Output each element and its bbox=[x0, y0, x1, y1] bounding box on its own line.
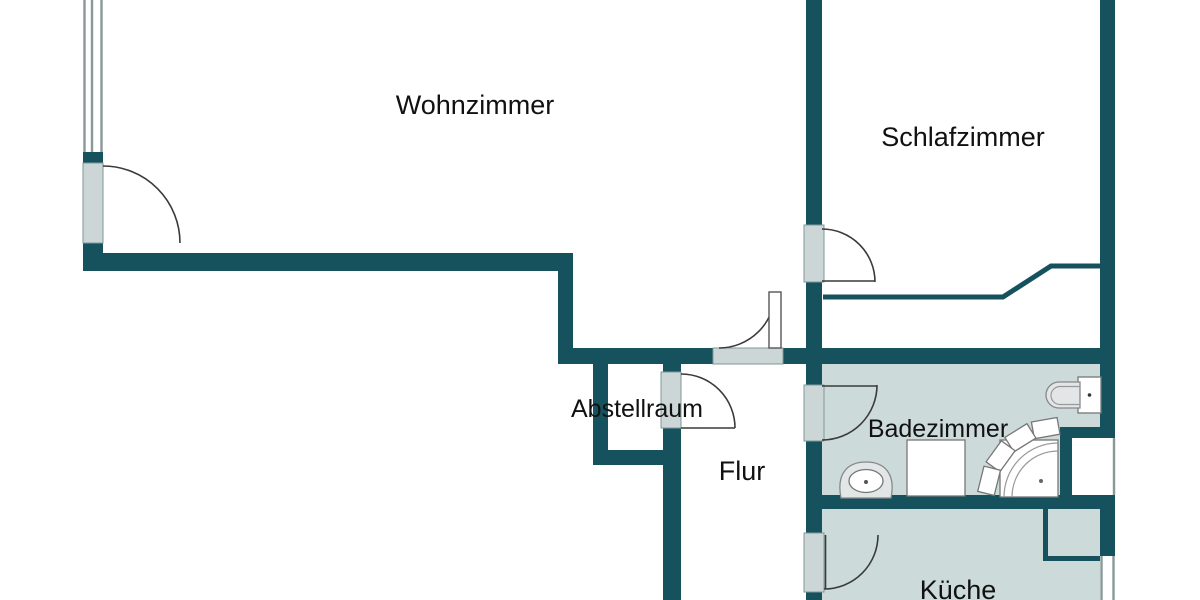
corner-shower bbox=[976, 416, 1061, 498]
kueche-window bbox=[1100, 556, 1115, 600]
wohnzimmer-window bbox=[83, 0, 103, 152]
entry-door-wohnzimmer bbox=[82, 162, 181, 244]
door-abstellraum bbox=[660, 371, 736, 429]
door-flur-wohnzimmer bbox=[712, 291, 784, 365]
door-schlafzimmer bbox=[803, 224, 876, 283]
kueche-floor bbox=[822, 509, 1100, 600]
room-label-badezimmer: Badezimmer bbox=[868, 415, 1008, 443]
toilet bbox=[1045, 376, 1102, 414]
door-badezimmer bbox=[803, 384, 878, 442]
room-label-kueche: Küche bbox=[920, 575, 997, 600]
schlafzimmer-niche-line bbox=[823, 263, 1100, 300]
shaft bbox=[1072, 438, 1116, 495]
room-label-abstellraum: Abstellraum bbox=[571, 395, 703, 423]
door-kueche bbox=[803, 532, 879, 593]
room-label-flur: Flur bbox=[719, 456, 766, 486]
shower-door-segments bbox=[976, 416, 1061, 497]
bathtub bbox=[906, 439, 966, 497]
room-label-wohnzimmer: Wohnzimmer bbox=[396, 90, 555, 120]
sink bbox=[839, 461, 893, 499]
room-label-schlafzimmer: Schlafzimmer bbox=[881, 122, 1045, 152]
